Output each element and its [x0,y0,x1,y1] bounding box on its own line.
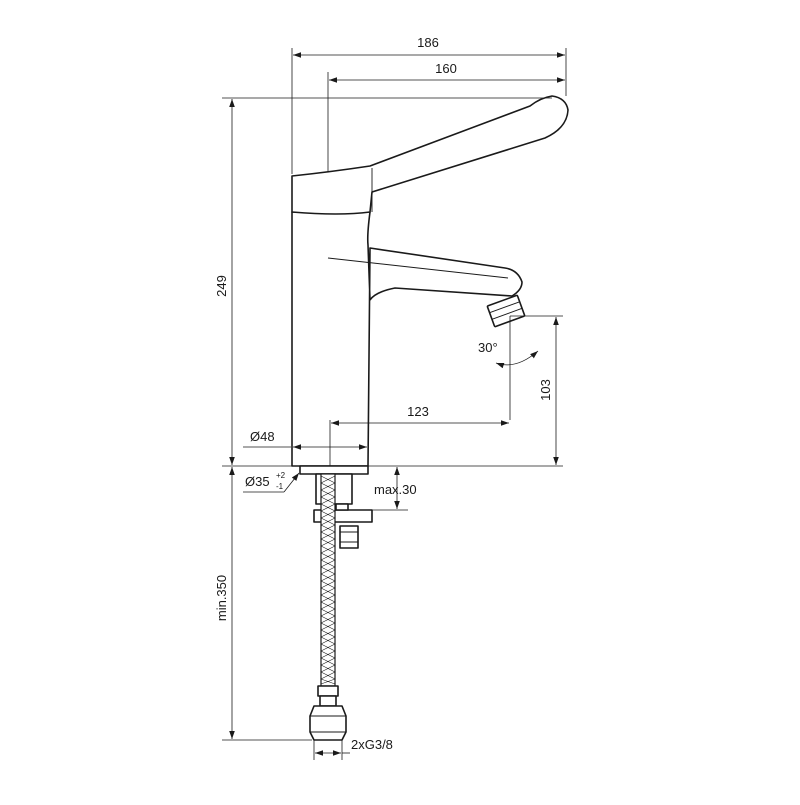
flexible-hose [309,473,347,741]
mounting-assembly [299,465,373,549]
dim-spout-reach: 123 [329,404,509,466]
dim-hose-length: min.350 [214,467,312,741]
dim-deck-thickness: max.30 [368,467,417,511]
dim-body-diameter: Ø48 [243,429,367,450]
dim-body-diameter-label: Ø48 [250,429,275,444]
aerator [486,294,526,328]
dim-connection: 2xG3/8 [313,737,393,760]
dim-connection-label: 2xG3/8 [351,737,393,752]
dim-hole-diameter: Ø35 +2 -1 [243,471,300,493]
dim-deck-thickness-label: max.30 [374,482,417,497]
dim-overall-width: 186 [291,35,567,174]
base-plate [299,465,369,475]
fixing-nut [339,525,359,549]
dim-hose-length-label: min.350 [214,575,229,621]
spout-centerline [327,257,509,279]
lever-handle [291,95,569,215]
dim-swivel-angle-label: 30° [478,340,498,355]
dim-overall-height-label: 249 [214,275,229,297]
dim-hole-tolerance-lower: -1 [276,482,284,491]
dim-handle-reach: 160 [327,61,565,172]
dim-hole-tolerance-upper: +2 [276,471,286,480]
dim-spout-height-label: 103 [538,379,553,401]
dim-spout-height: 103 [368,315,563,467]
faucet-body-outline [291,211,523,467]
dim-overall-height: 249 [214,97,552,467]
dim-handle-reach-label: 160 [435,61,457,76]
lever-handle-outline [291,95,569,215]
faucet-body [291,211,523,467]
dim-hole-diameter-label: Ø35 [245,474,270,489]
dim-swivel-angle: 30° [478,316,539,420]
dim-spout-reach-label: 123 [407,404,429,419]
dim-overall-width-label: 186 [417,35,439,50]
hose-connector-nut [309,705,347,741]
aerator-body [486,294,526,328]
